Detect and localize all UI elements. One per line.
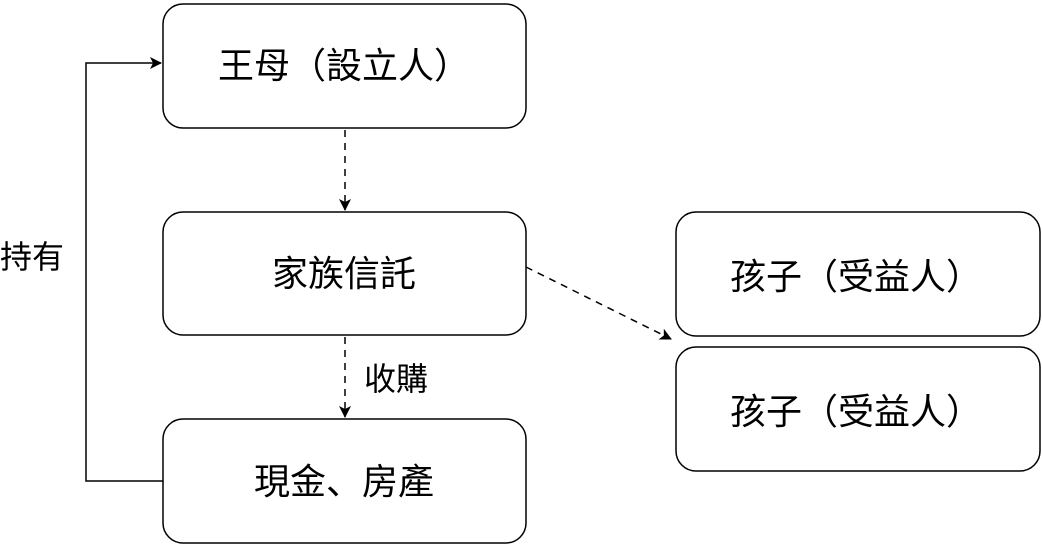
beneficiary-label-1: 孩子（受益人）: [730, 257, 982, 298]
assets-node: 現金、房產: [162, 418, 527, 544]
hold-label: 持有: [0, 238, 64, 276]
beneficiary-node-1: 孩子（受益人）: [675, 211, 1041, 337]
settlor-node: 王母（設立人）: [162, 3, 527, 129]
beneficiary-node-2: 孩子（受益人）: [675, 346, 1041, 472]
acquire-label: 收購: [364, 360, 428, 398]
assets-label: 現金、房產: [254, 462, 434, 503]
beneficiary-label-2: 孩子（受益人）: [730, 392, 982, 433]
trust-to-beneficiaries-arrow: [525, 266, 672, 340]
trust-node: 家族信託: [162, 211, 527, 336]
trust-label: 家族信託: [272, 254, 416, 295]
hold-arrow: [85, 57, 163, 482]
settlor-label: 王母（設立人）: [218, 46, 470, 87]
